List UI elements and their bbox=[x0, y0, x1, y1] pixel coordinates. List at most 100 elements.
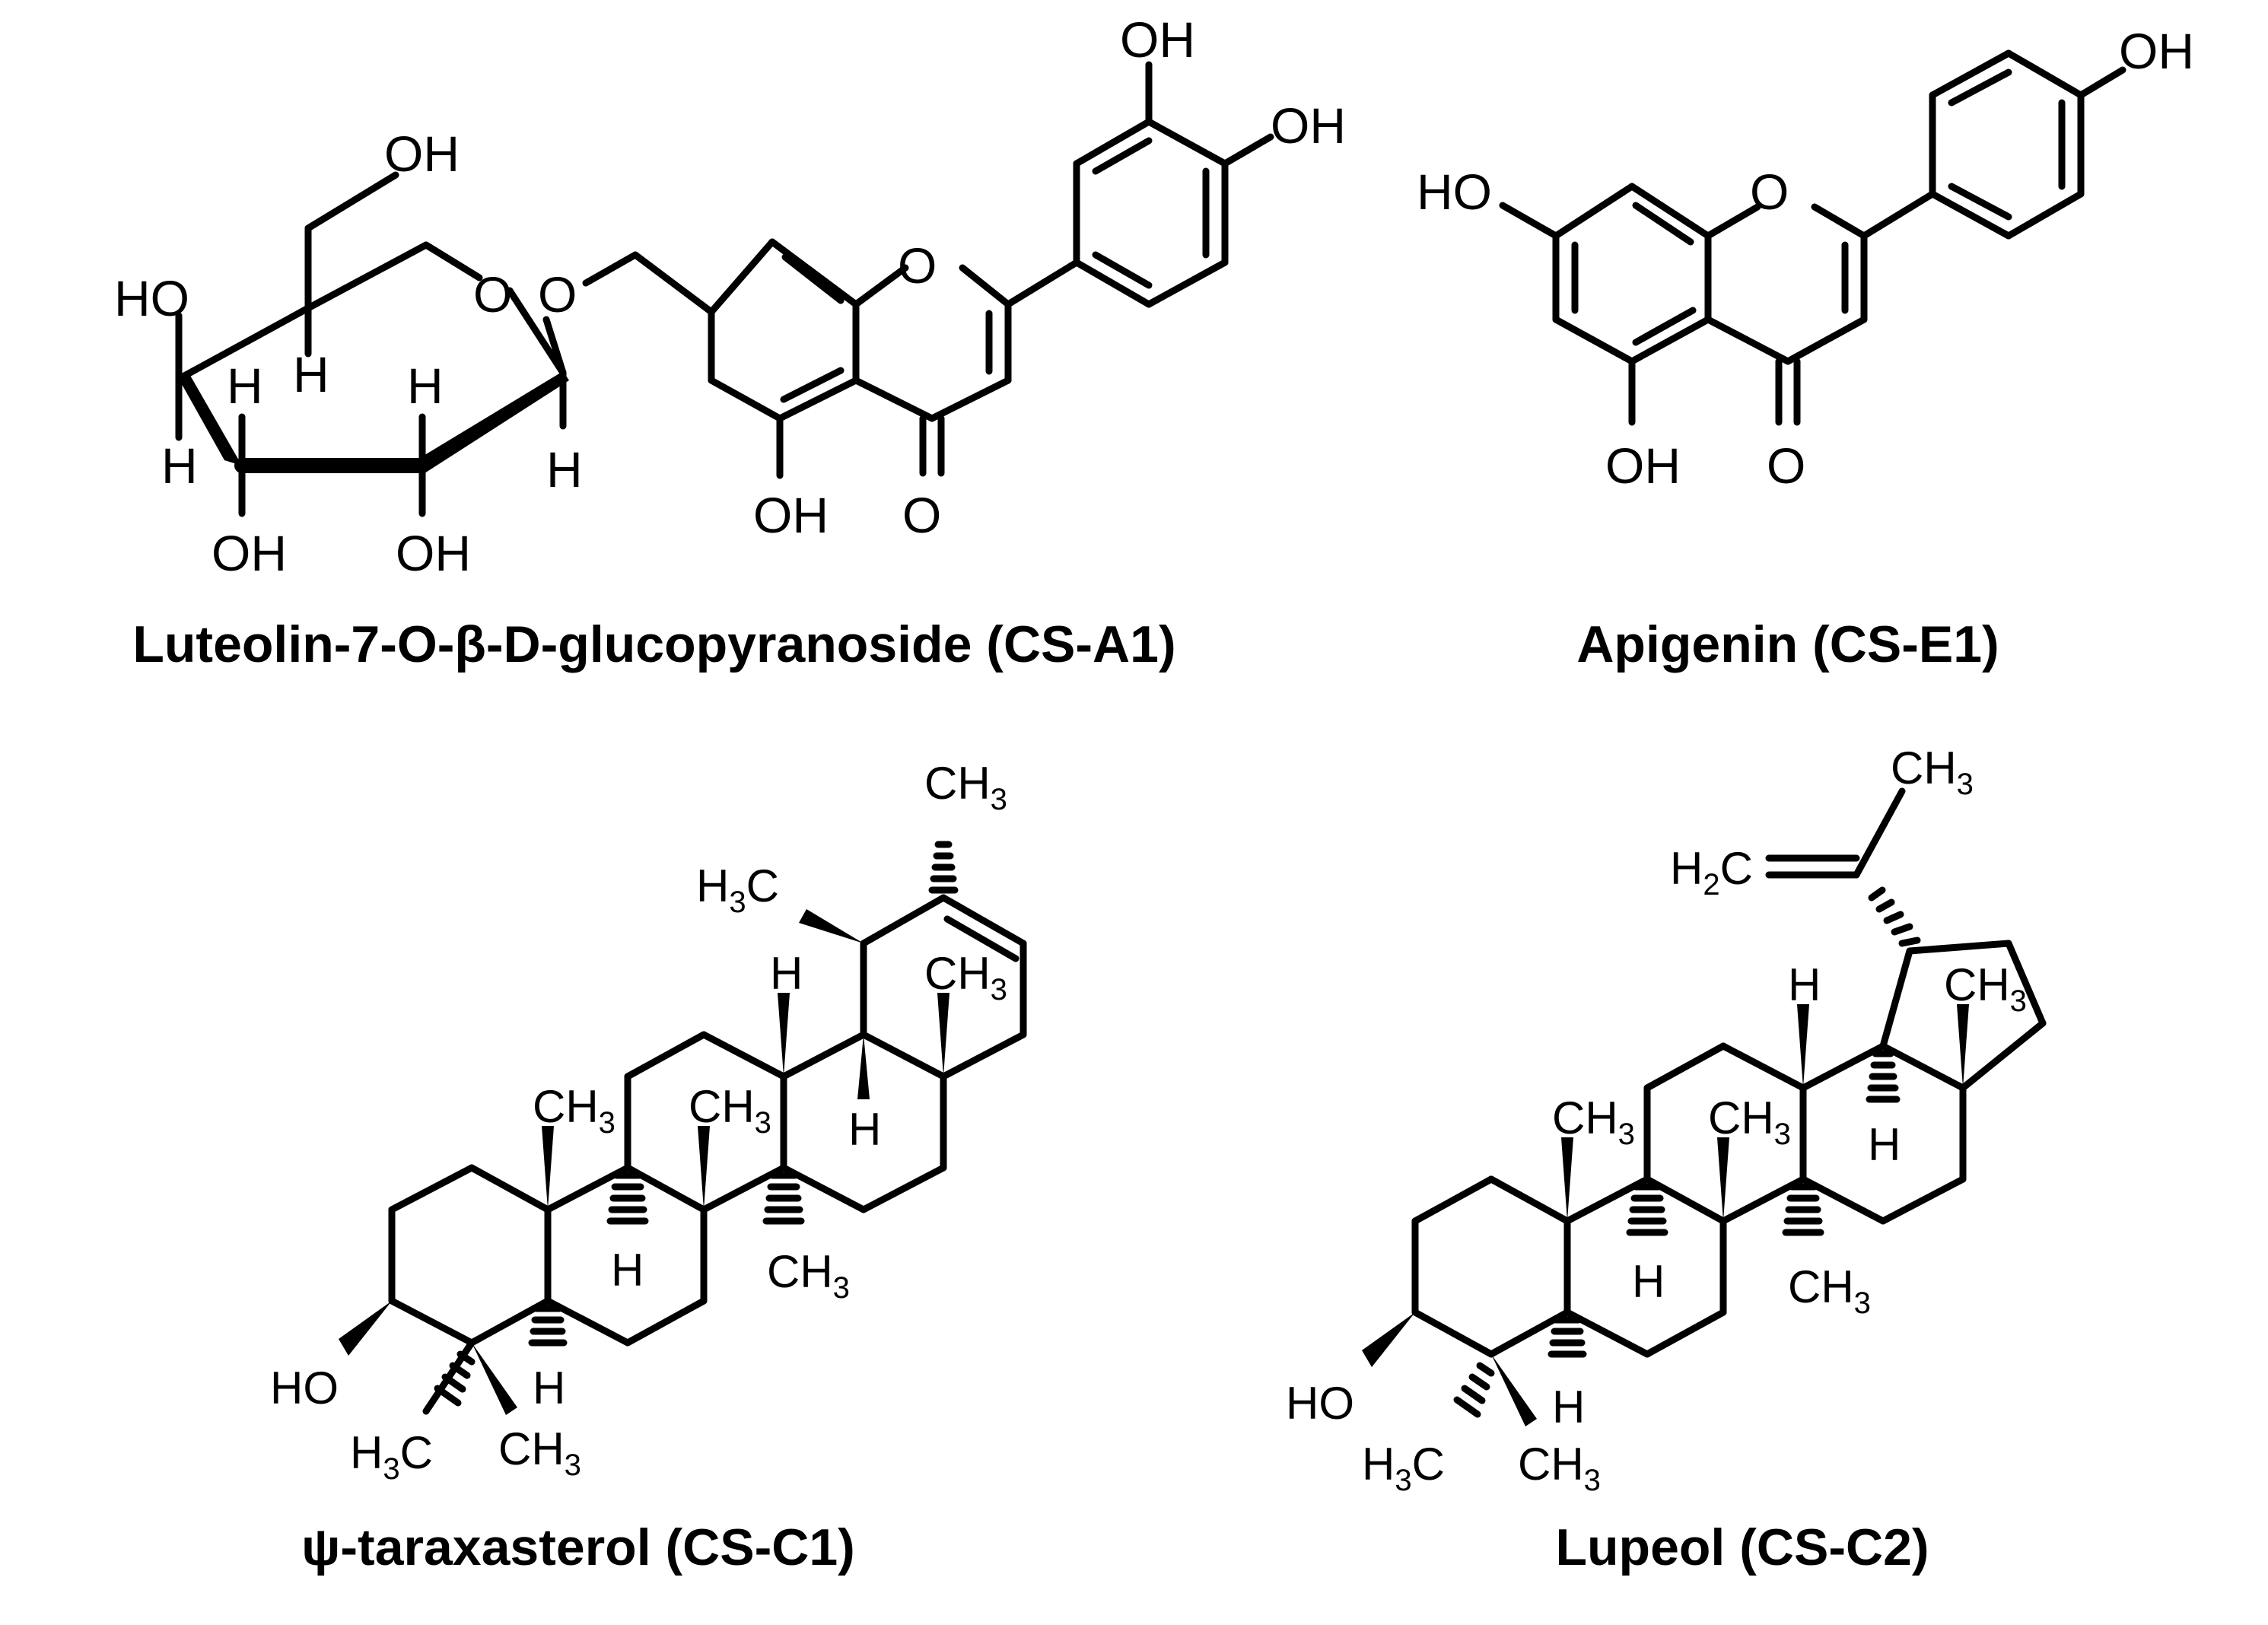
subscript: 3 bbox=[1395, 1464, 1411, 1497]
atom-h: H bbox=[1788, 959, 1821, 1010]
wedge-bond bbox=[778, 993, 790, 1076]
wedge-bond bbox=[542, 1126, 554, 1210]
atom-ch: CH bbox=[924, 758, 991, 809]
subscript: 2 bbox=[1703, 868, 1719, 902]
atom-ch: CH bbox=[1944, 959, 2010, 1010]
atom-h: H bbox=[161, 437, 198, 494]
atom-h3c: H3C bbox=[696, 860, 779, 919]
wedge-bond bbox=[1561, 1137, 1573, 1221]
atom-ch: CH bbox=[1708, 1092, 1774, 1143]
wedge-bond bbox=[937, 993, 950, 1076]
subscript: 3 bbox=[565, 1449, 581, 1482]
atom-ch: CH bbox=[1518, 1439, 1584, 1490]
subscript: 3 bbox=[991, 783, 1007, 816]
subscript: 3 bbox=[729, 886, 746, 919]
atom-o: O bbox=[1750, 164, 1789, 220]
hashed-bond bbox=[434, 841, 959, 1407]
atom-oh: OH bbox=[1271, 97, 1346, 154]
structure-luteolin-glucoside: OH OH O OH O O O OH HO H H H H H OH OH bbox=[114, 11, 1346, 581]
atom-ch: CH bbox=[1552, 1092, 1618, 1143]
subscript: 3 bbox=[991, 973, 1007, 1006]
atom-ch3: CH3 bbox=[924, 948, 1007, 1006]
atom-ch3: CH3 bbox=[1552, 1092, 1635, 1151]
atom-h3c: H3C bbox=[350, 1427, 433, 1486]
atom-ch3: CH3 bbox=[689, 1081, 771, 1140]
atom-h: H bbox=[1670, 843, 1703, 894]
atom-ch3: CH3 bbox=[1788, 1261, 1871, 1320]
atom-oh: OH bbox=[1605, 437, 1681, 494]
wedge-bond bbox=[1797, 1004, 1809, 1088]
subscript: 3 bbox=[1774, 1118, 1791, 1151]
atom-h: H bbox=[1632, 1256, 1665, 1307]
atom-c: C bbox=[1720, 843, 1753, 894]
atom-ch: CH bbox=[1788, 1261, 1854, 1312]
atom-ch: CH bbox=[924, 948, 991, 999]
atom-ch3: CH3 bbox=[767, 1246, 850, 1305]
atom-h: H bbox=[350, 1427, 383, 1478]
atom-c: C bbox=[400, 1427, 433, 1478]
atom-c: C bbox=[1412, 1439, 1445, 1490]
structure-taraxasterol: HO H H3C CH3 H CH3 CH3 CH3 H H CH3 H3C C… bbox=[270, 758, 1027, 1486]
wedge-bond bbox=[1717, 1137, 1729, 1221]
atom-h: H bbox=[848, 1104, 881, 1155]
subscript: 3 bbox=[599, 1106, 616, 1140]
atom-o: O bbox=[1767, 437, 1805, 494]
atom-oh: OH bbox=[212, 525, 287, 581]
atom-h3c: H3C bbox=[1362, 1439, 1445, 1497]
structure-lupeol: HO H H3C CH3 H CH3 CH3 CH3 H H CH3 H2C C… bbox=[1286, 743, 2047, 1497]
atom-h: H bbox=[546, 441, 583, 498]
atom-o: O bbox=[473, 266, 512, 323]
subscript: 3 bbox=[2010, 984, 2027, 1018]
atom-ho: HO bbox=[270, 1363, 339, 1414]
atom-h: H bbox=[533, 1363, 565, 1414]
atom-o: O bbox=[898, 237, 937, 294]
subscript: 3 bbox=[755, 1106, 771, 1140]
atom-h: H bbox=[1552, 1382, 1585, 1433]
atom-o: O bbox=[902, 487, 941, 543]
atom-h: H bbox=[293, 346, 329, 402]
caption-lupeol: Lupeol (CS-C2) bbox=[1555, 1518, 1929, 1576]
wedge-bond bbox=[1362, 1312, 1415, 1367]
atom-ch3: CH3 bbox=[1518, 1439, 1601, 1497]
atom-ch3: CH3 bbox=[1944, 959, 2027, 1018]
atom-ho: HO bbox=[1417, 164, 1492, 220]
caption-taraxasterol: ψ-taraxasterol (CS-C1) bbox=[301, 1518, 855, 1576]
atom-ch: CH bbox=[767, 1246, 833, 1297]
atom-ch3: CH3 bbox=[1891, 743, 1974, 801]
atom-oh: OH bbox=[396, 525, 471, 581]
subscript: 3 bbox=[1957, 768, 1974, 801]
atom-h: H bbox=[1868, 1119, 1901, 1170]
wedge-bond bbox=[698, 1126, 710, 1210]
atom-ch: CH bbox=[498, 1423, 565, 1474]
atom-oh: OH bbox=[753, 487, 829, 543]
atom-h: H bbox=[696, 860, 729, 911]
atom-oh: OH bbox=[2119, 23, 2194, 79]
atom-c: C bbox=[746, 860, 779, 911]
wedge-bond bbox=[857, 1035, 870, 1099]
wedge-bond bbox=[1957, 1004, 1969, 1088]
atom-ch3: CH3 bbox=[1708, 1092, 1791, 1151]
atom-h: H bbox=[770, 948, 803, 999]
atom-ho: HO bbox=[1286, 1378, 1354, 1429]
atom-h: H bbox=[227, 358, 263, 414]
hashed-bond bbox=[1453, 886, 1921, 1418]
atom-ho: HO bbox=[114, 270, 189, 326]
atom-h: H bbox=[407, 358, 444, 414]
bold-bond bbox=[422, 371, 569, 475]
atom-ch3: CH3 bbox=[533, 1081, 616, 1140]
atom-h2c: H2C bbox=[1670, 843, 1753, 902]
wedge-bond bbox=[339, 1301, 392, 1356]
subscript: 3 bbox=[833, 1271, 850, 1305]
wedge-bond bbox=[472, 1343, 517, 1415]
atom-oh: OH bbox=[384, 126, 460, 182]
subscript: 3 bbox=[383, 1452, 399, 1486]
wedge-bond bbox=[799, 909, 864, 943]
caption-apigenin: Apigenin (CS-E1) bbox=[1576, 615, 1999, 673]
atom-ch3: CH3 bbox=[498, 1423, 581, 1482]
atom-h: H bbox=[611, 1245, 644, 1296]
wedge-bond bbox=[1491, 1354, 1537, 1426]
atom-o: O bbox=[538, 266, 577, 323]
caption-luteolin-glucoside: Luteolin-7-O-β-D-glucopyranoside (CS-A1) bbox=[132, 615, 1176, 673]
atom-ch: CH bbox=[1891, 743, 1957, 793]
